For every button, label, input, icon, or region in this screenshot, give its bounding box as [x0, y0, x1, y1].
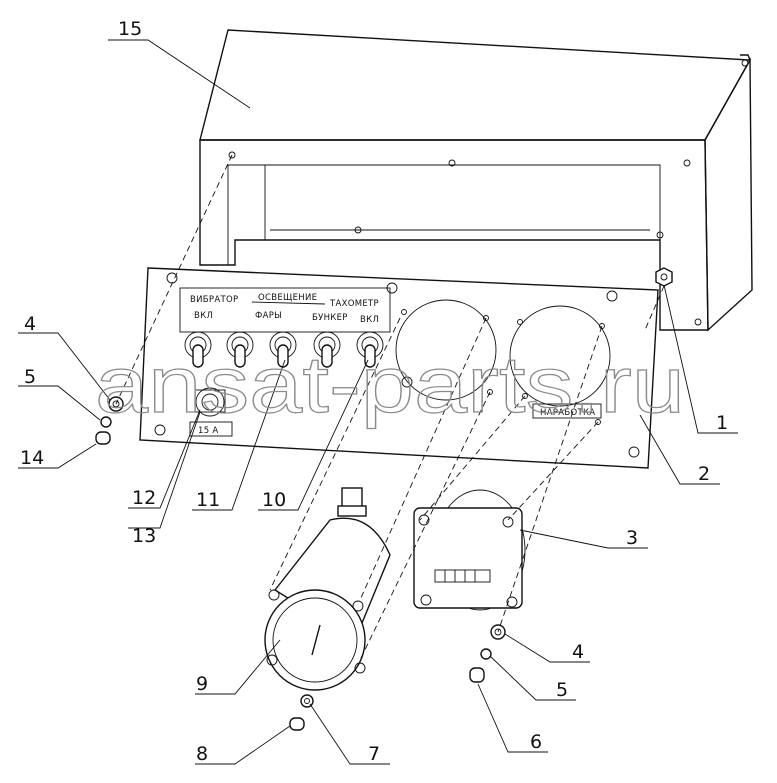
callout-4-right: 4 [572, 641, 584, 663]
callout-12: 12 [132, 487, 156, 509]
label-hours: НАРАБОТКА [540, 408, 595, 418]
callout-8: 8 [196, 743, 208, 765]
callout-6: 6 [530, 731, 542, 753]
assembly-lines [115, 154, 665, 661]
front-panel [139, 267, 659, 469]
callout-numbers: 15 4 5 14 12 13 11 10 1 2 3 4 5 6 9 8 7 [20, 18, 728, 765]
panel-labels: ВИБРАТОР ОСВЕЩЕНИЕ ТАХОМЕТР ВКЛ ФАРЫ БУН… [190, 293, 595, 436]
label-bunker: БУНКЕР [312, 313, 348, 323]
label-lighting: ОСВЕЩЕНИЕ [258, 293, 317, 303]
watermark: ansat-parts.ru [95, 340, 685, 429]
hour-meter [413, 489, 526, 611]
callout-15: 15 [118, 18, 142, 40]
label-on-left: ВКЛ [194, 311, 213, 321]
callout-7: 7 [368, 743, 380, 765]
fuse-holder [194, 387, 226, 417]
nut [655, 267, 673, 287]
label-tachometer: ТАХОМЕТР [329, 299, 379, 309]
label-headlights: ФАРЫ [255, 311, 282, 321]
callout-2: 2 [698, 463, 710, 485]
tachometer-gauge [264, 487, 391, 691]
label-on-right: ВКЛ [360, 315, 379, 325]
callout-14: 14 [20, 447, 44, 469]
housing-box [199, 29, 753, 332]
callout-5-left: 5 [24, 366, 36, 388]
leader-lines [18, 39, 738, 765]
callout-9: 9 [196, 673, 208, 695]
callout-5-right: 5 [556, 679, 568, 701]
callout-13: 13 [132, 525, 156, 547]
callout-3: 3 [626, 527, 638, 549]
label-vibrator: ВИБРАТОР [190, 295, 238, 305]
callout-11: 11 [196, 489, 220, 511]
callout-1: 1 [716, 412, 728, 434]
label-fuse: 15 А [198, 426, 219, 436]
small-hardware [95, 396, 506, 731]
callout-10: 10 [262, 489, 286, 511]
callout-4-left: 4 [24, 313, 36, 335]
